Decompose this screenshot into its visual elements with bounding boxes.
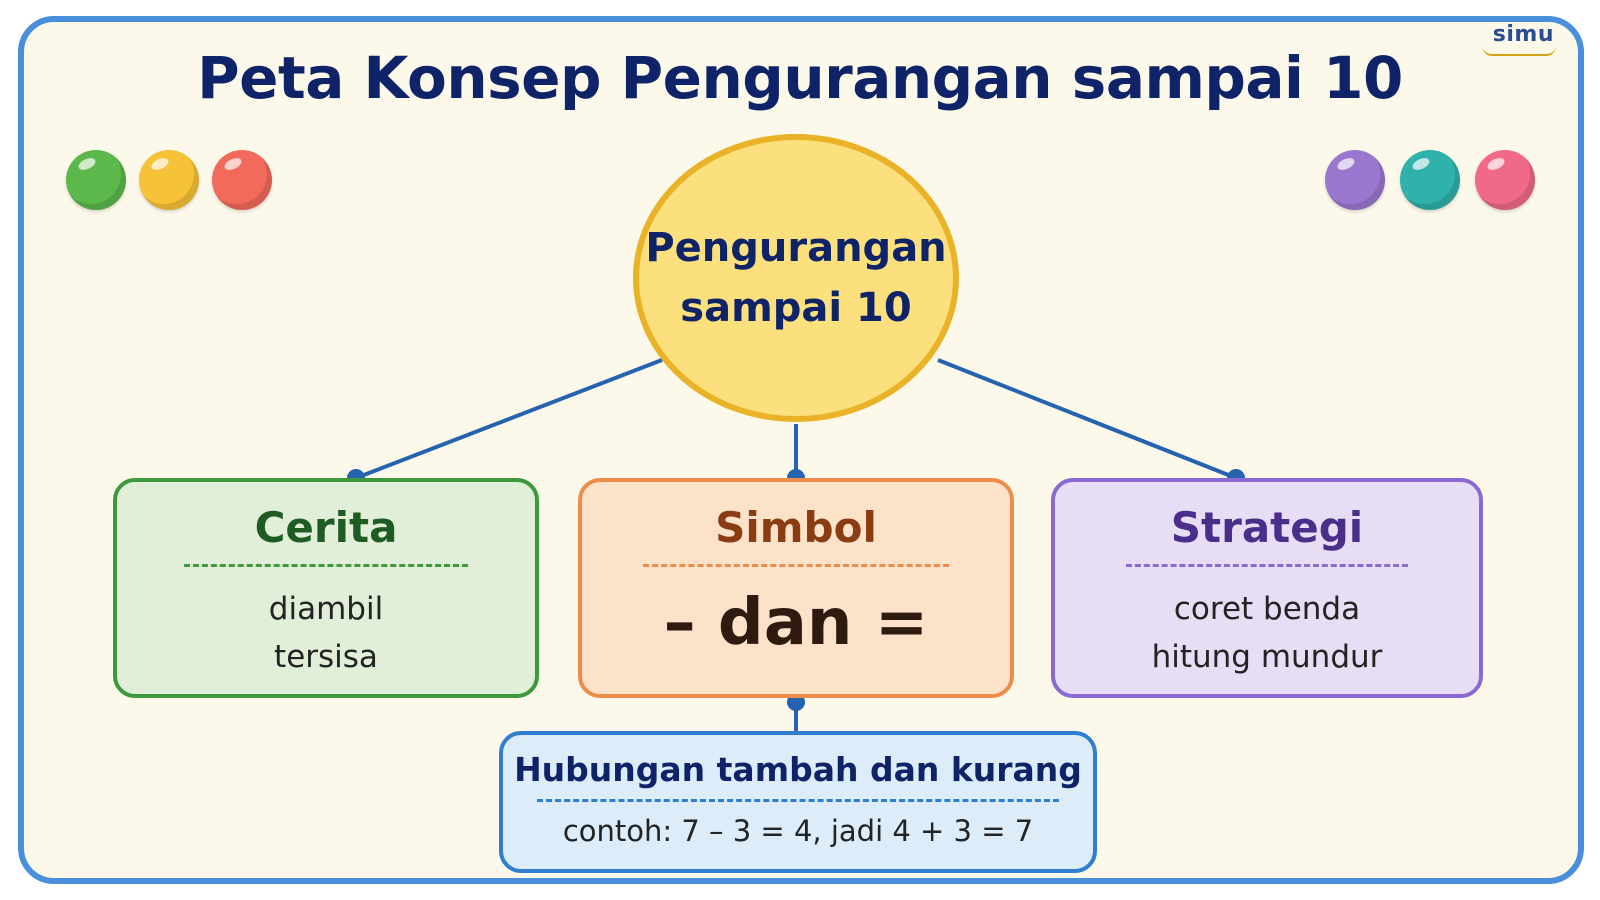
- node-simbol: Simbol – dan =: [578, 478, 1014, 698]
- node-strategi-line-1: coret benda: [1173, 591, 1361, 627]
- node-simbol-content: – dan =: [663, 586, 929, 660]
- node-cerita-divider: [184, 564, 468, 567]
- decor-dot-teal: [1400, 150, 1460, 210]
- page-title: Peta Konsep Pengurangan sampai 10: [197, 44, 1403, 112]
- node-strategi: Strategi coret benda hitung mundur: [1051, 478, 1483, 698]
- node-hubungan-divider: [537, 799, 1059, 802]
- decor-dot-purple: [1325, 150, 1385, 210]
- connector-center-cerita: [355, 358, 663, 480]
- node-simbol-divider: [643, 564, 949, 567]
- node-cerita-line-1: diambil: [268, 591, 384, 627]
- node-cerita: Cerita diambil tersisa: [113, 478, 539, 698]
- node-hubungan: Hubungan tambah dan kurang contoh: 7 – 3…: [499, 731, 1097, 873]
- node-simbol-heading: Simbol: [715, 503, 877, 552]
- center-node-line-2: sampai 10: [680, 285, 912, 331]
- node-strategi-heading: Strategi: [1170, 503, 1364, 552]
- node-hubungan-example: contoh: 7 – 3 = 4, jadi 4 + 3 = 7: [562, 814, 1034, 848]
- node-cerita-line-2: tersisa: [274, 639, 378, 675]
- node-strategi-line-2: hitung mundur: [1151, 639, 1383, 675]
- decor-dot-red: [212, 150, 272, 210]
- center-node-line-1: Pengurangan: [645, 225, 947, 271]
- decor-dot-yellow: [139, 150, 199, 210]
- decor-dot-green: [66, 150, 126, 210]
- node-cerita-heading: Cerita: [254, 503, 398, 552]
- simu-logo: simu: [1492, 22, 1554, 47]
- center-node: Pengurangan sampai 10: [633, 134, 959, 422]
- decor-dot-pink: [1475, 150, 1535, 210]
- logo-swoosh: [1482, 46, 1556, 56]
- connector-center-strategi: [937, 358, 1237, 480]
- node-hubungan-heading: Hubungan tambah dan kurang: [514, 750, 1082, 789]
- node-strategi-divider: [1126, 564, 1408, 567]
